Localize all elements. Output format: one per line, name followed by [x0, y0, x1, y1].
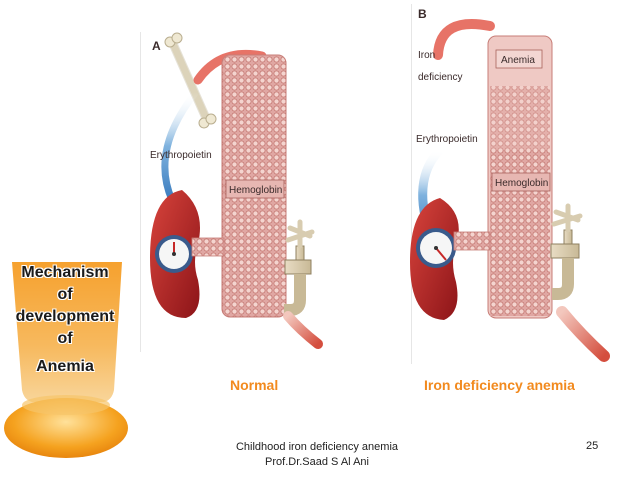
side-title-line: development — [15, 308, 115, 325]
footer-text: Childhood iron deficiency anemia Prof.Dr… — [232, 440, 402, 470]
side-title-line: Anemia — [36, 358, 94, 375]
side-title-line: Mechanism — [21, 264, 109, 281]
caption-iron-deficiency: Iron deficiency anemia — [424, 377, 575, 393]
panel-b-letter: B — [418, 7, 427, 21]
panel-b-erythropoietin-label: Erythropoietin — [416, 134, 478, 145]
panel-a-diagram — [140, 32, 323, 352]
panel-b-iron-label-1: Iron — [418, 50, 435, 61]
panel-a-erythropoietin-label: Erythropoietin — [150, 150, 212, 161]
panel-b-diagram — [410, 4, 610, 364]
tap-icon — [284, 219, 315, 316]
caption-normal: Normal — [230, 377, 279, 393]
side-title-line: of — [57, 286, 73, 303]
bone-icon — [164, 32, 217, 129]
panel-b-iron-label-2: deficiency — [418, 72, 462, 83]
panel-a-hemoglobin-label: Hemoglobin — [229, 185, 282, 196]
footer-line-1: Childhood iron deficiency anemia — [235, 441, 399, 453]
tap-icon-b — [550, 203, 583, 300]
side-label-shape — [4, 262, 128, 458]
panel-a-letter: A — [152, 39, 161, 53]
page-number: 25 — [586, 440, 599, 452]
panel-b-hemoglobin-label: Hemoglobin — [495, 178, 548, 189]
footer-line-2: Prof.Dr.Saad S Al Ani — [265, 456, 369, 468]
side-title-line: of — [57, 330, 73, 347]
panel-b-anemia-label: Anemia — [501, 55, 535, 66]
side-title: Mechanism of development of Anemia — [0, 262, 130, 378]
